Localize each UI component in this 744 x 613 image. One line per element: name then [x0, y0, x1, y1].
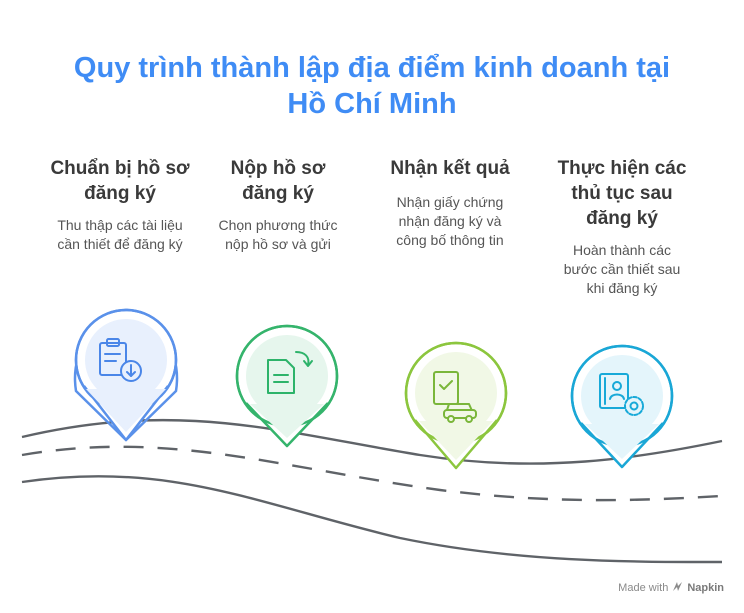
step-1-pin [73, 308, 179, 442]
step-4-title-line-1: Thực hiện các [557, 158, 687, 179]
watermark-brand: Napkin [687, 582, 724, 594]
document-send-icon [267, 351, 313, 394]
step-1-desc-line-2: cần thiết để đăng ký [57, 236, 183, 252]
certificate-car-icon [433, 371, 477, 423]
step-4-title: Thực hiện các thủ tục sau đăng ký [532, 156, 712, 231]
step-4-desc-line-3: khi đăng ký [586, 280, 658, 296]
step-4-title-line-2: thủ tục sau [571, 183, 673, 204]
step-3-title: Nhận kết quả [360, 156, 540, 181]
road-center-dashes [21, 445, 723, 502]
step-4-pin [570, 344, 674, 469]
title-line-1: Quy trình thành lập địa điểm kinh doanh … [73, 52, 671, 84]
step-1-title: Chuẩn bị hồ sơ đăng ký [30, 156, 210, 206]
step-1-desc-line-1: Thu thập các tài liệu [57, 217, 183, 233]
step-2-title-line-1: Nộp hồ sơ [230, 158, 326, 179]
step-2-title: Nộp hồ sơ đăng ký [188, 156, 368, 206]
clipboard-download-icon [99, 338, 142, 382]
watermark-prefix: Made with [618, 582, 669, 594]
title-line-2: Hồ Chí Minh [287, 88, 457, 120]
profile-gear-icon [599, 373, 644, 416]
road-bottom-edge [21, 475, 723, 564]
step-2-title-line-2: đăng ký [242, 183, 314, 204]
step-3-desc-line-3: công bố thông tin [396, 232, 504, 248]
step-3-description: Nhận giấy chứng nhận đăng ký và công bố … [360, 193, 540, 250]
step-1-title-line-2: đăng ký [84, 183, 156, 204]
napkin-logo-icon [672, 581, 683, 595]
step-4-desc-line-1: Hoàn thành các [572, 242, 672, 258]
page-title: Quy trình thành lập địa điểm kinh doanh … [0, 50, 744, 122]
step-3-desc-line-2: nhận đăng ký và [398, 213, 502, 229]
step-4-description: Hoàn thành các bước cần thiết sau khi đă… [532, 241, 712, 298]
made-with-napkin-watermark: Made with Napkin [618, 581, 724, 595]
step-2-pin [235, 324, 339, 448]
step-1-description: Thu thập các tài liệu cần thiết để đăng … [30, 216, 210, 254]
step-2-desc-line-1: Chọn phương thức [218, 217, 338, 233]
step-2-desc-line-2: nộp hồ sơ và gửi [225, 236, 331, 252]
step-4-desc-line-2: bước cần thiết sau [563, 261, 681, 277]
step-1-title-line-1: Chuẩn bị hồ sơ [50, 158, 190, 179]
step-3-title-line-1: Nhận kết quả [390, 158, 510, 179]
step-3-pin [404, 341, 508, 470]
step-2-description: Chọn phương thức nộp hồ sơ và gửi [188, 216, 368, 254]
step-4-title-line-3: đăng ký [586, 208, 658, 229]
step-3-desc-line-1: Nhận giấy chứng [396, 194, 504, 210]
